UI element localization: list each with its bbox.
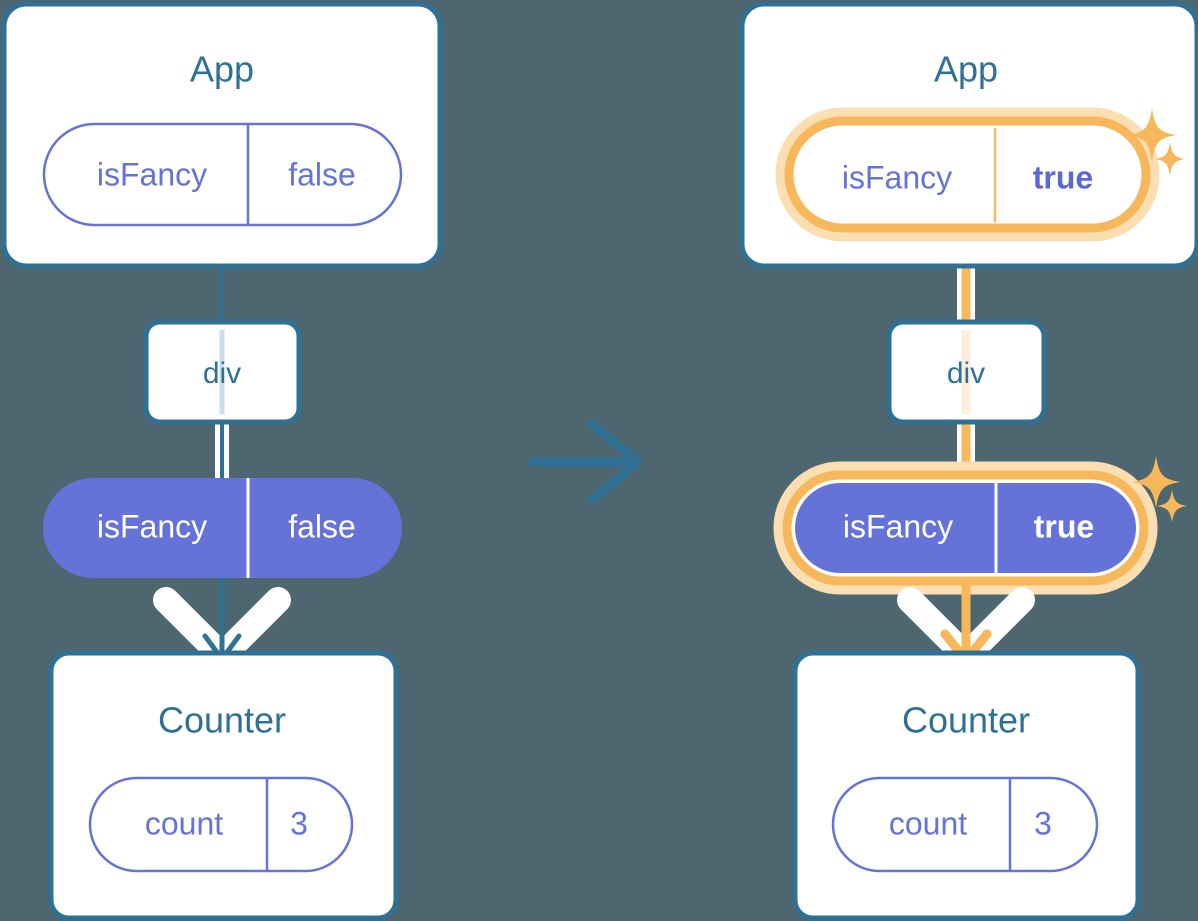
sparkle-icon-props-large [1132, 456, 1180, 508]
panel-before: App isFancy false div isFancy false Cou [1, 1, 443, 921]
counter-box-title-after: Counter [902, 700, 1030, 741]
app-box-title-after: App [934, 49, 998, 90]
transition-arrow-group [528, 419, 643, 505]
props-pill-after [795, 483, 1136, 573]
props-pill-value: false [288, 508, 356, 544]
app-state-pill-halo-after [775, 107, 1160, 242]
app-state-pill-key-after: isFancy [842, 159, 952, 195]
sparkle-icon-props-small [1157, 490, 1187, 522]
props-pill [43, 478, 402, 578]
sparkle-icon-props [1132, 456, 1187, 522]
app-box-title: App [190, 49, 254, 90]
app-state-pill-highlight-after [784, 116, 1151, 233]
counter-box-title: Counter [158, 700, 286, 741]
div-box-title: div [203, 357, 241, 390]
counter-state-pill [88, 776, 354, 873]
app-state-pill-key: isFancy [97, 156, 207, 192]
props-pill-value-after: true [1034, 508, 1094, 544]
sparkle-icon-app-small [1155, 142, 1185, 176]
counter-state-pill-key-after: count [889, 805, 967, 841]
counter-state-pill-value-after: 3 [1034, 805, 1052, 841]
counter-state-pill-key: count [145, 805, 223, 841]
sparkle-icon-app-large [1128, 108, 1176, 162]
props-pill-key-after: isFancy [843, 508, 953, 544]
arrow-right-icon-head [587, 419, 643, 505]
app-state-pill-value: false [288, 156, 356, 192]
props-pill-key: isFancy [97, 508, 207, 544]
app-state-pill-value-after: true [1033, 159, 1093, 195]
counter-state-pill-value: 3 [290, 805, 308, 841]
sparkle-icon-app [1128, 108, 1185, 176]
div-box-title-after: div [947, 357, 985, 390]
counter-state-pill-after [831, 776, 1099, 873]
panel-after: App isFancy true div isFancy true [739, 1, 1198, 921]
app-state-pill [42, 122, 403, 227]
